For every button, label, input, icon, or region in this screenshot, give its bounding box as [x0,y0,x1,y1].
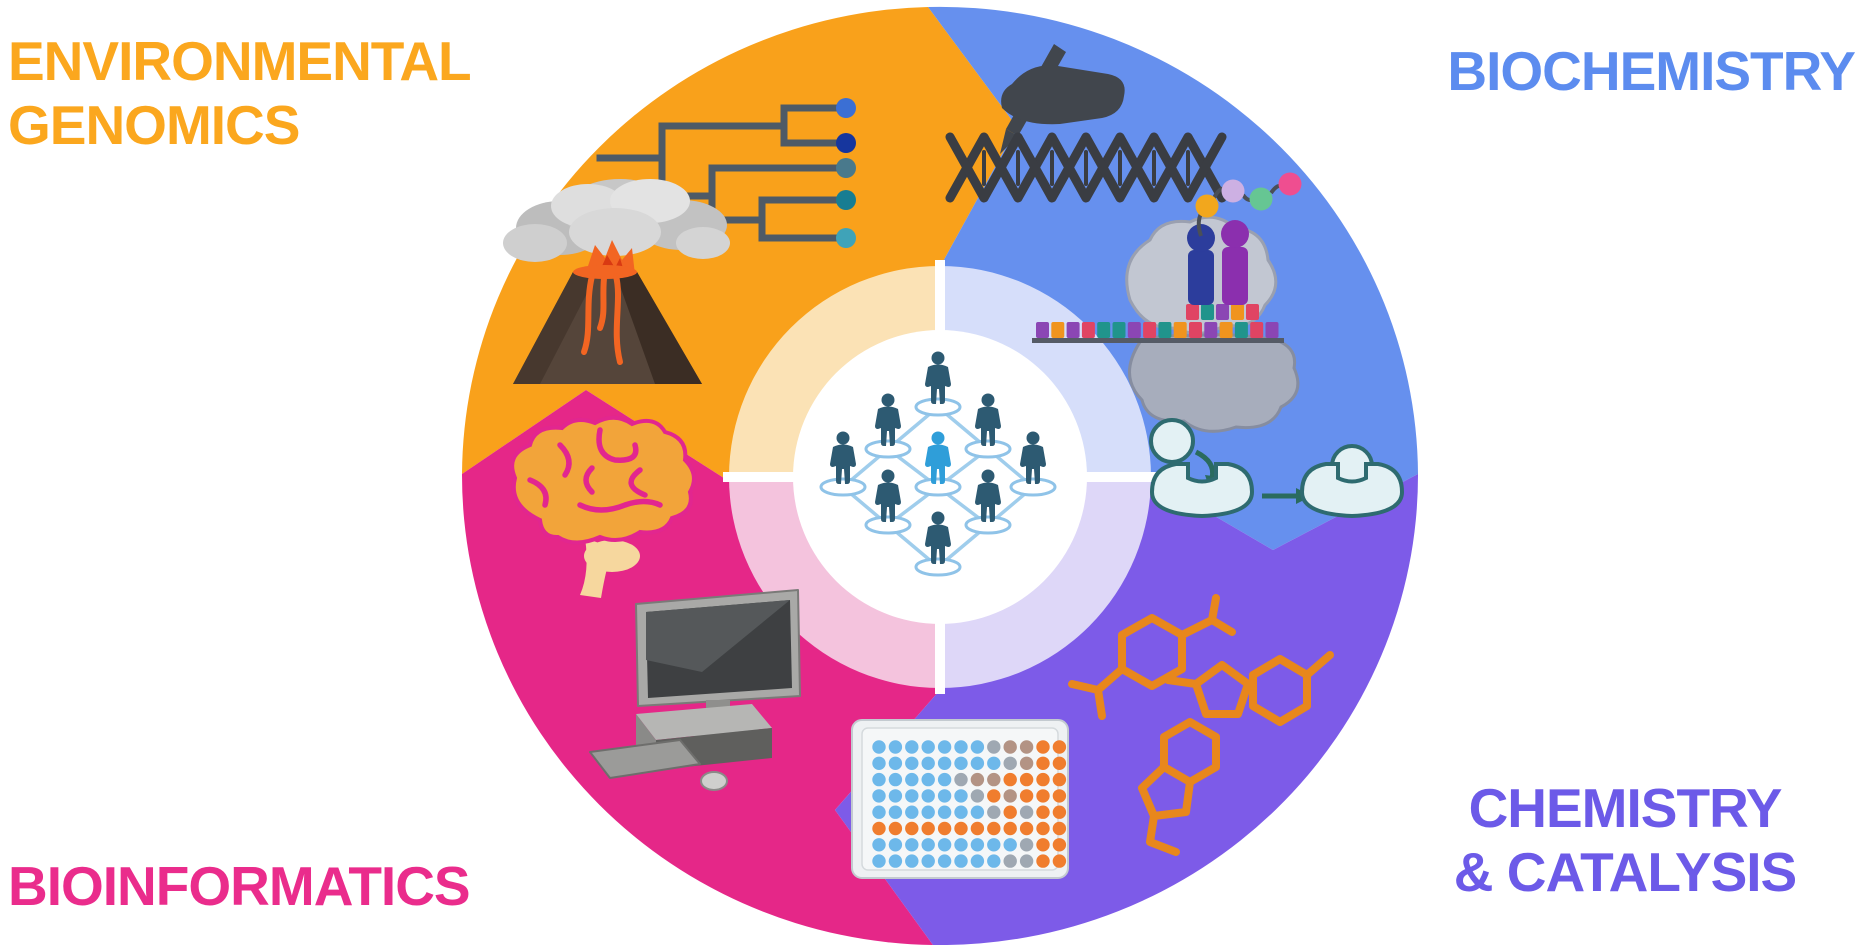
pen-hand-icon [1000,44,1125,154]
person-icon [925,511,951,564]
person-icon [830,431,856,484]
smoke-cloud-icon [503,179,730,262]
label-line: ENVIRONMENTAL [8,30,472,92]
microplate-icon [851,719,1069,879]
person-icon [925,431,951,484]
hand-writing-dna-icon [945,44,1227,203]
label-line: GENOMICS [8,93,300,156]
enzyme-substrate-icon [1149,418,1405,519]
label-chemistry-catalysis: CHEMISTRY & CATALYSIS [1405,777,1845,905]
label-line: BIOINFORMATICS [8,855,471,918]
person-icon [975,469,1001,522]
phylogenetic-tree-icon [596,98,856,248]
person-icon [875,469,901,522]
person-icon [875,393,901,446]
trna-icons [1187,220,1249,305]
desktop-computer-icon [589,589,801,791]
ribosome-translation-icon [1032,172,1302,433]
brain-icon [510,415,696,598]
label-biochemistry: BIOCHEMISTRY [1447,40,1856,104]
label-environmental-genomics: ENVIRONMENTAL GENOMICS [8,30,472,158]
label-line: & CATALYSIS [1453,841,1797,904]
label-line: BIOCHEMISTRY [1447,40,1856,102]
person-icon [925,351,951,404]
peptide-beads-icon [1195,172,1302,218]
person-icon [1020,431,1046,484]
label-bioinformatics: BIOINFORMATICS [8,855,471,919]
collaboration-network-icon [819,351,1057,577]
label-line: CHEMISTRY [1468,777,1783,840]
person-icon [975,393,1001,446]
dna-helix-icon [945,132,1227,203]
small-molecules-icon [1068,594,1334,856]
volcano-icon [503,179,730,384]
